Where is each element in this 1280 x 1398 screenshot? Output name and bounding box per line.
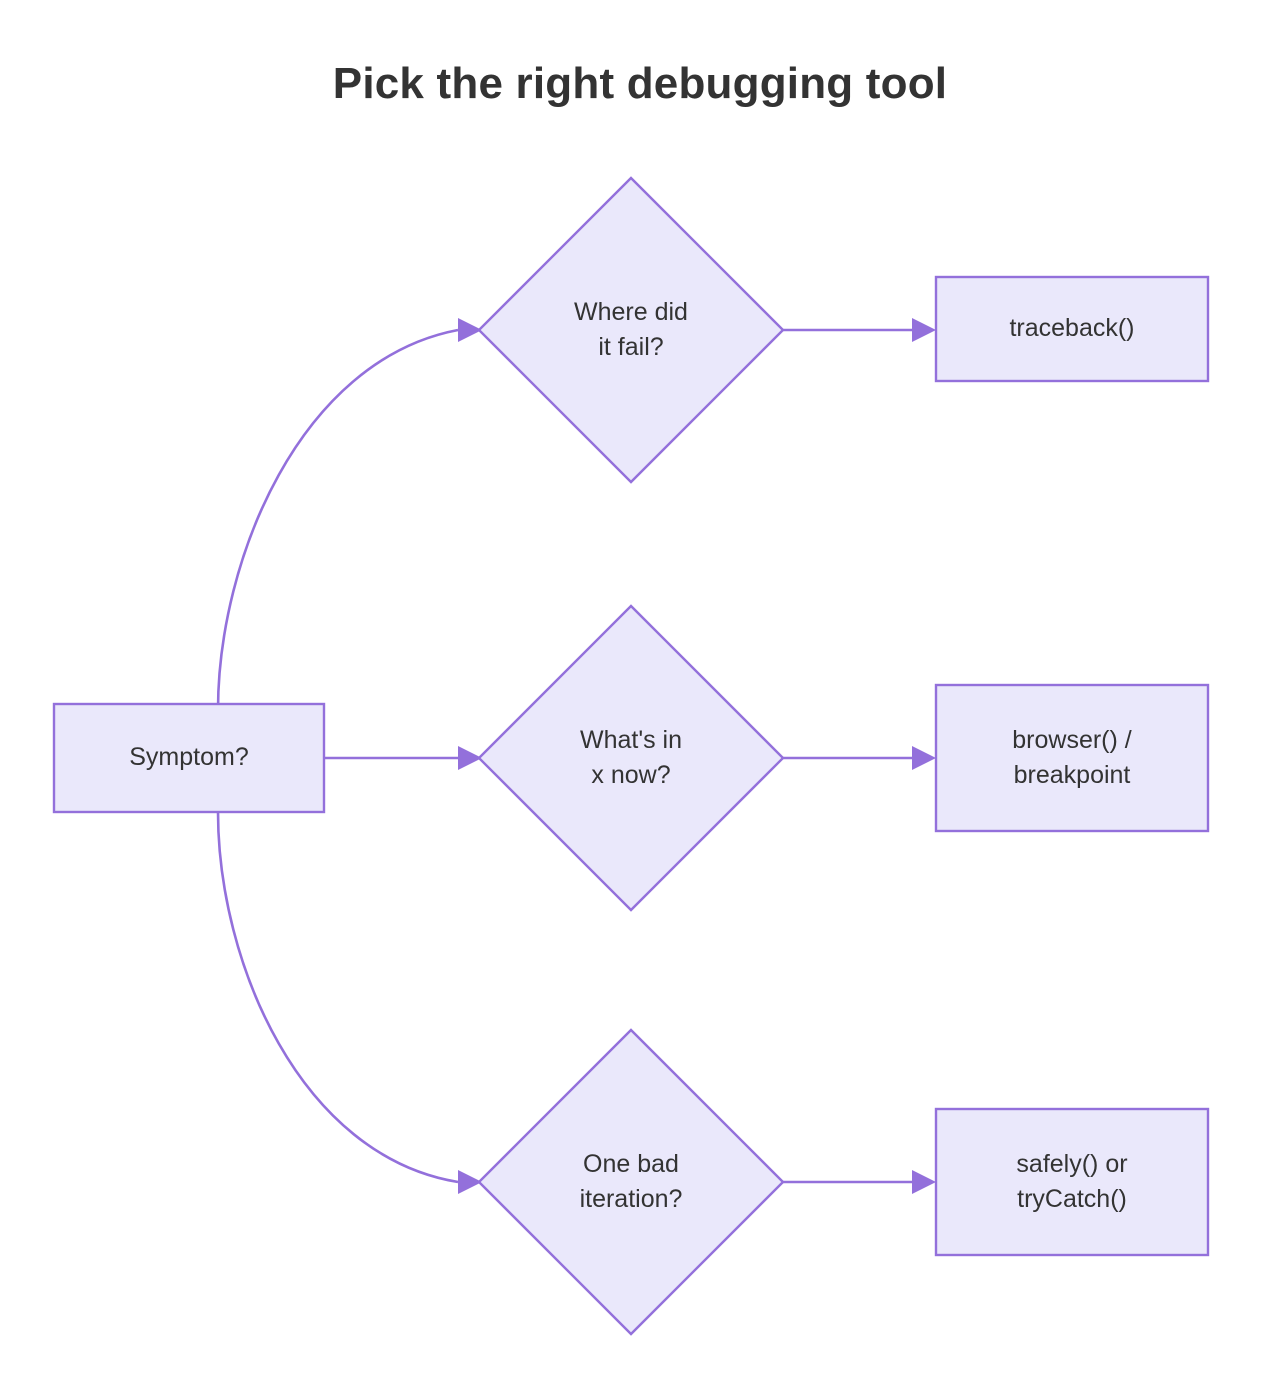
arrow-head-icon xyxy=(912,746,936,770)
page-title: Pick the right debugging tool xyxy=(332,59,948,108)
edge-path xyxy=(216,328,459,711)
edge-symptom-to-one-bad-iteration xyxy=(216,811,482,1194)
node-shape-where-did-it-fail[interactable] xyxy=(477,176,785,484)
arrow-head-icon xyxy=(912,1170,936,1194)
node-shape-one-bad-iteration[interactable] xyxy=(477,1028,785,1336)
arrow-head-icon xyxy=(912,318,936,342)
edge-one-bad-iteration-to-safely xyxy=(783,1170,936,1194)
node-shape-browser[interactable] xyxy=(934,683,1210,833)
arrow-head-icon xyxy=(458,1170,482,1194)
edge-symptom-to-whats-in-x xyxy=(324,746,482,770)
edge-whats-in-x-to-browser xyxy=(783,746,936,770)
node-shape-safely[interactable] xyxy=(934,1107,1210,1257)
edge-where-did-it-fail-to-traceback xyxy=(783,318,936,342)
edge-symptom-to-where-did-it-fail xyxy=(216,318,482,711)
node-layer xyxy=(52,176,1210,1336)
node-shape-symptom[interactable] xyxy=(52,702,326,814)
edge-layer xyxy=(216,318,936,1194)
node-shape-traceback[interactable] xyxy=(934,275,1210,383)
edge-path xyxy=(216,811,459,1184)
arrow-head-icon xyxy=(458,318,482,342)
node-shape-whats-in-x[interactable] xyxy=(477,604,785,912)
arrow-head-icon xyxy=(458,746,482,770)
